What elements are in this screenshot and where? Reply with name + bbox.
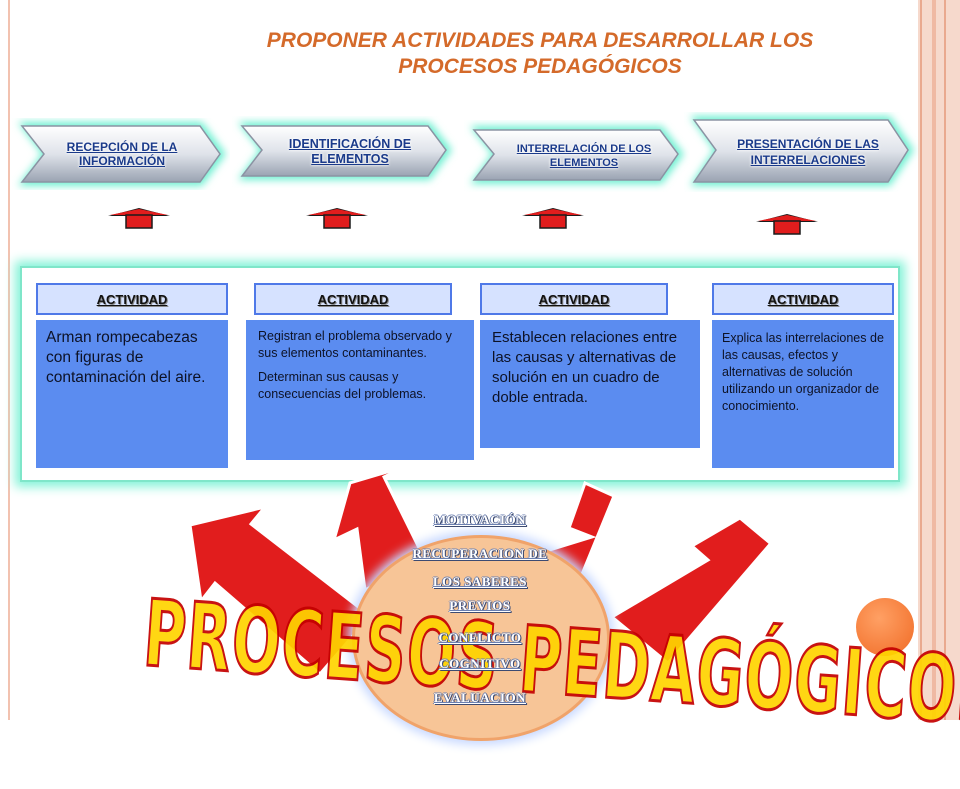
activity-description-1: Arman rompecabezas con figuras de contam… [36, 320, 228, 468]
stage-interrelation: INTERRELACIÓN DE LOS ELEMENTOS [464, 120, 690, 192]
process-item-conflict: CONFLICTO [438, 630, 522, 645]
process-item-recovery: RECUPERACION DE [412, 546, 548, 561]
activity-text-1: Arman rompecabezas con figuras de contam… [46, 329, 206, 386]
stage-reception: RECEPCIÓN DE LA INFORMACIÓN [12, 118, 230, 190]
process-item-motivation: MOTIVACIÓN [433, 512, 527, 527]
stage-identification: IDENTIFICACIÓN DE ELEMENTOS [232, 116, 458, 188]
stage-identification-label: IDENTIFICACIÓN DE ELEMENTOS [288, 137, 412, 166]
activity-text-3: Establecen relaciones entre las causas y… [492, 329, 678, 406]
big-arrow-icon [188, 504, 373, 677]
activity-description-4: Explica las interrelaciones de las causa… [712, 320, 894, 468]
process-item-evaluation: EVALUACION [433, 690, 527, 705]
activity-text-4: Explica las interrelaciones de las causa… [722, 331, 884, 413]
activity-header-4: ACTIVIDAD [712, 283, 894, 315]
orange-circle-decoration [856, 598, 914, 656]
process-item-cognitive: COGNITIVO [439, 656, 521, 671]
activity-description-2: Registran el problema observado y sus el… [246, 320, 474, 460]
slide-title: PROPONER ACTIVIDADES PARA DESARROLLAR LO… [180, 28, 900, 80]
activity-header-3: ACTIVIDAD [480, 283, 668, 315]
up-arrow-icon [306, 208, 368, 229]
slide-title-line-2: PROCESOS PEDAGÓGICOS [398, 55, 682, 78]
stage-presentation-label: PRESENTACIÓN DE LAS INTERRELACIONES [737, 137, 879, 167]
activity-description-3: Establecen relaciones entre las causas y… [480, 320, 700, 448]
up-arrow-icon [756, 214, 818, 235]
activity-text-2b: Determinan sus causas y consecuencias de… [258, 370, 427, 401]
activity-text-2a: Registran el problema observado y sus el… [258, 329, 452, 360]
left-border-rule [8, 0, 10, 720]
up-arrow-icon [522, 208, 584, 229]
processes-ellipse [352, 535, 610, 741]
big-arrow-icon [609, 516, 790, 666]
activity-header-1: ACTIVIDAD [36, 283, 228, 315]
process-item-previous: PREVIOS [449, 598, 511, 613]
slide-title-line-1: PROPONER ACTIVIDADES PARA DESARROLLAR LO… [266, 29, 814, 52]
activity-header-2: ACTIVIDAD [254, 283, 452, 315]
stage-interrelation-label: INTERRELACIÓN DE LOS ELEMENTOS [516, 143, 652, 169]
process-item-knowledge: LOS SABERES [432, 574, 527, 589]
right-decorative-strip [918, 0, 960, 720]
up-arrow-icon [108, 208, 170, 229]
stage-reception-label: RECEPCIÓN DE LA INFORMACIÓN [66, 140, 178, 168]
stage-presentation: PRESENTACIÓN DE LAS INTERRELACIONES [684, 112, 920, 192]
